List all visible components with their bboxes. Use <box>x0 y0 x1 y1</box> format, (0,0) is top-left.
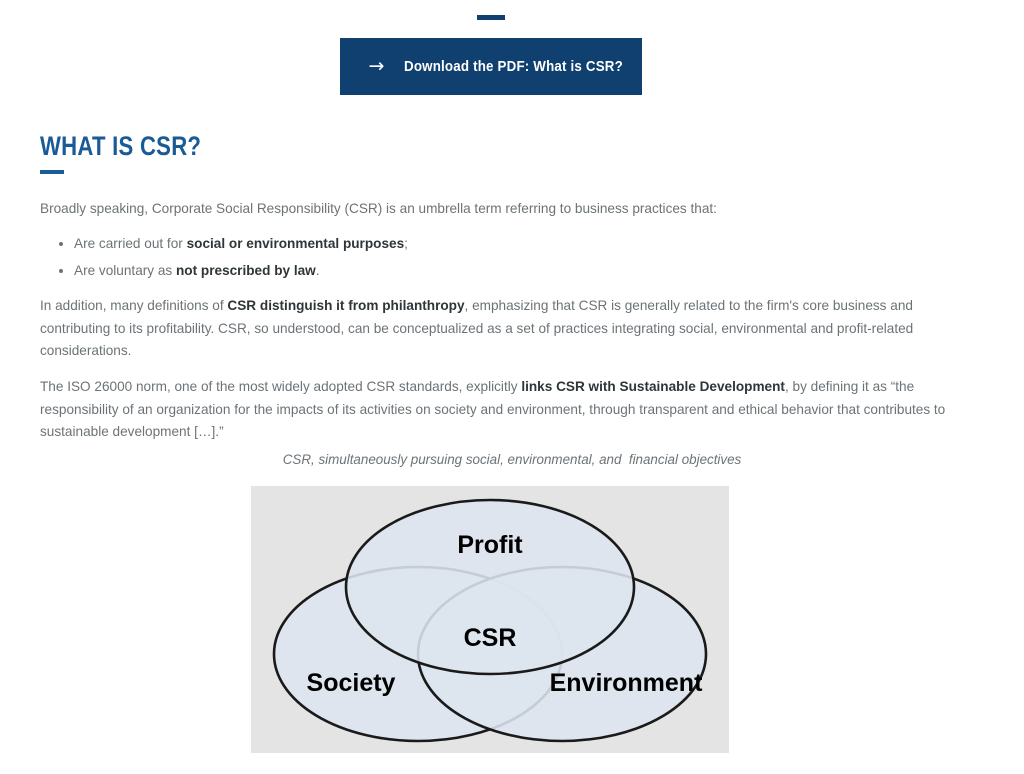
venn-diagram-image: Profit CSR Society Environment <box>251 486 729 753</box>
paragraph-emphasis: CSR distinguish it from philanthropy <box>227 298 465 314</box>
venn-diagram-svg: Profit CSR Society Environment <box>272 498 708 743</box>
venn-ellipse-profit <box>344 498 636 676</box>
arrow-right-icon: → <box>368 55 385 77</box>
article-body: Broadly speaking, Corporate Social Respo… <box>40 198 946 458</box>
paragraph-emphasis: links CSR with Sustainable Development <box>521 379 785 395</box>
cta-section: → Download the PDF: What is CSR? <box>0 0 1024 110</box>
list-item-suffix: . <box>315 262 320 278</box>
paragraph-definition: In addition, many definitions of CSR dis… <box>40 295 946 362</box>
download-pdf-button[interactable]: → Download the PDF: What is CSR? <box>340 38 642 95</box>
venn-label-csr: CSR <box>464 624 517 652</box>
paragraph-prefix: In addition, many definitions of <box>40 298 228 314</box>
list-item-suffix: ; <box>404 236 408 252</box>
lead-paragraph: Broadly speaking, Corporate Social Respo… <box>40 201 717 216</box>
figure-caption: CSR, simultaneously pursuing social, env… <box>282 452 742 467</box>
venn-label-society: Society <box>307 669 396 697</box>
csr-figure: CSR, simultaneously pursuing social, env… <box>0 450 1024 753</box>
page-title: WHAT IS CSR? <box>40 131 202 161</box>
list-item: Are voluntary as not prescribed by law. <box>74 260 946 282</box>
venn-label-profit: Profit <box>457 531 523 559</box>
venn-label-environment: Environment <box>550 669 703 697</box>
list-item-prefix: Are voluntary as <box>74 262 176 278</box>
list-item-emphasis: not prescribed by law <box>176 262 316 278</box>
download-pdf-button-label: Download the PDF: What is CSR? <box>404 58 623 75</box>
paragraph-suffix: , emphasizing that CSR is generally rela… <box>40 298 914 359</box>
list-item-emphasis: social or environmental purposes <box>186 236 405 252</box>
accent-dash-icon <box>477 15 505 20</box>
paragraph-iso-standard: The ISO 26000 norm, one of the most wide… <box>40 376 946 443</box>
practice-list: Are carried out for social or environmen… <box>40 233 946 282</box>
paragraph-prefix: The ISO 26000 norm, one of the most wide… <box>40 379 522 395</box>
paragraph-suffix: , by defining it as “the responsibility … <box>40 379 946 440</box>
list-item-prefix: Are carried out for <box>74 236 187 252</box>
list-item: Are carried out for social or environmen… <box>74 233 946 255</box>
heading-underline-rule <box>40 170 64 174</box>
